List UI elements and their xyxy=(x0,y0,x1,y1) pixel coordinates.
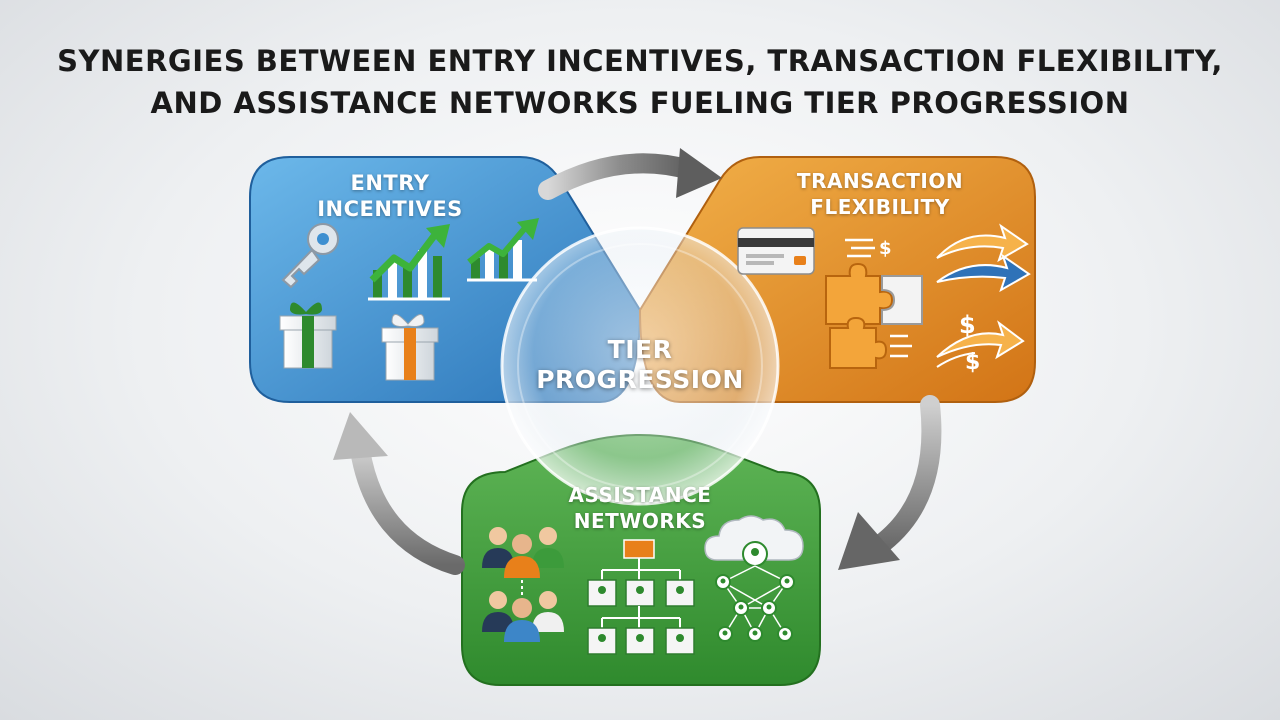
arrow-assistance-to-entry xyxy=(333,412,465,575)
gift-icon xyxy=(279,302,337,369)
people-group-icon xyxy=(482,527,564,596)
arrows-icon xyxy=(936,223,1031,293)
entry-label-line-1: ENTRY xyxy=(350,171,430,195)
transaction-label-line-2: FLEXIBILITY xyxy=(810,195,950,219)
people-group-icon xyxy=(482,591,564,642)
key-icon xyxy=(281,223,339,289)
assistance-networks-label: ASSISTANCE NETWORKS xyxy=(540,482,740,534)
gift-icon xyxy=(381,314,439,381)
entry-label-line-2: INCENTIVES xyxy=(317,197,463,221)
puzzle-icon xyxy=(829,316,912,369)
tier-progression-hub xyxy=(500,226,780,506)
org-chart-icon xyxy=(587,539,695,655)
hub-label-line-2: PROGRESSION xyxy=(536,365,744,394)
assistance-label-line-2: NETWORKS xyxy=(573,509,707,533)
dollar-motion-icon: $ xyxy=(845,238,892,259)
dollar-arrow-icon: $ $ xyxy=(936,311,1025,375)
dollar-glyph: $ xyxy=(879,238,892,259)
puzzle-icon xyxy=(825,262,923,325)
arrow-entry-to-transaction xyxy=(538,148,722,200)
transaction-flexibility-label: TRANSACTION FLEXIBILITY xyxy=(770,168,990,220)
credit-card-icon xyxy=(737,227,815,275)
growth-chart-icon xyxy=(368,224,450,301)
growth-chart-icon xyxy=(467,218,539,282)
dollar-glyph: $ xyxy=(959,311,976,339)
dollar-glyph: $ xyxy=(965,350,980,375)
title-line-1: SYNERGIES BETWEEN ENTRY INCENTIVES, TRAN… xyxy=(57,44,1223,78)
tier-progression-label: TIER PROGRESSION xyxy=(520,335,760,395)
cloud-network-icon xyxy=(704,515,804,642)
hub-label-line-1: TIER xyxy=(607,335,673,364)
title-line-2: AND ASSISTANCE NETWORKS FUELING TIER PRO… xyxy=(150,86,1130,120)
arrow-transaction-to-assistance xyxy=(838,395,942,570)
transaction-label-line-1: TRANSACTION xyxy=(796,169,964,193)
diagram-title: SYNERGIES BETWEEN ENTRY INCENTIVES, TRAN… xyxy=(0,40,1280,124)
entry-incentives-label: ENTRY INCENTIVES xyxy=(290,170,490,222)
assistance-label-line-1: ASSISTANCE xyxy=(568,483,712,507)
